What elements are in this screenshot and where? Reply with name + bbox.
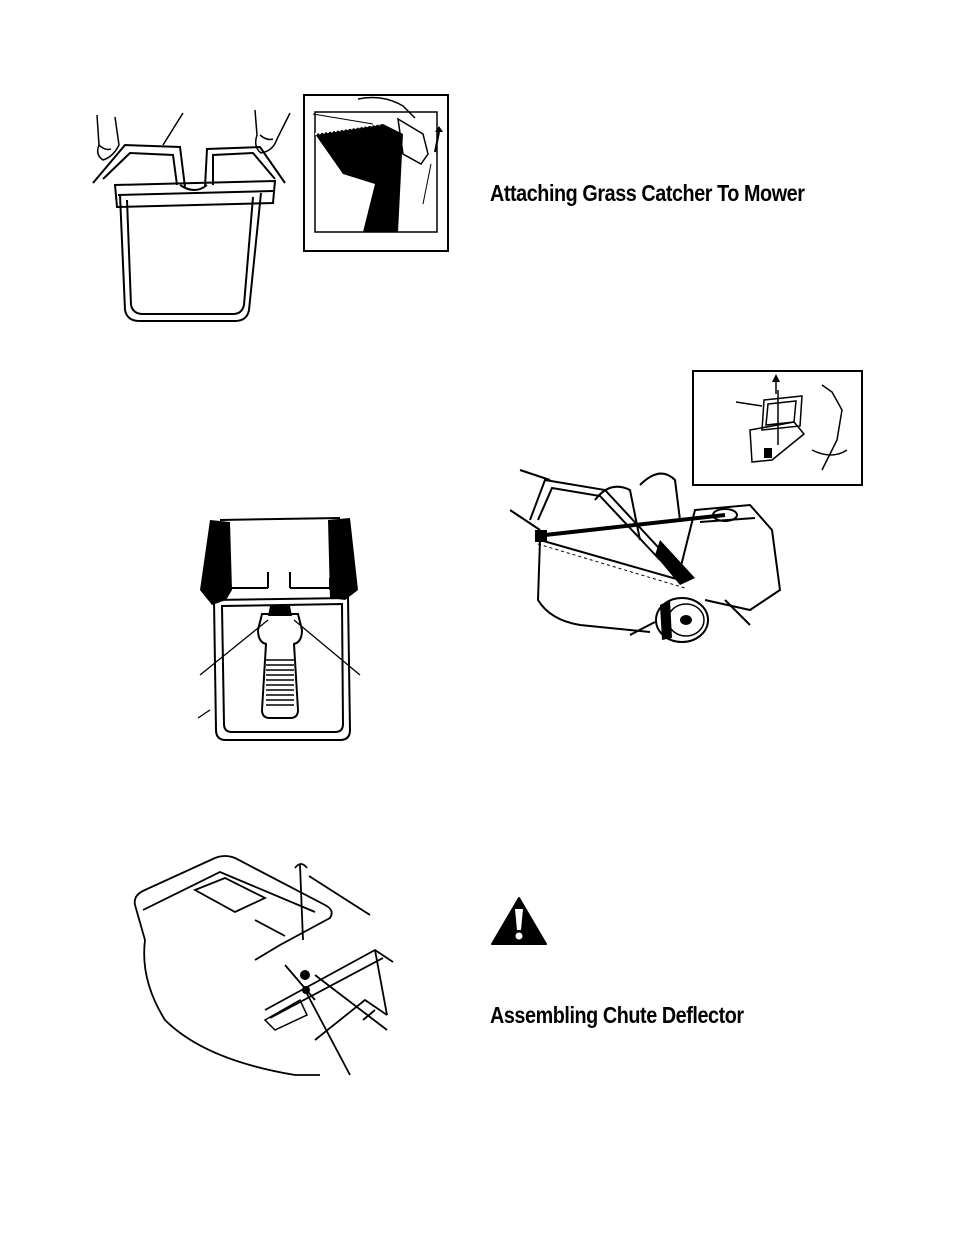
- bag-clip-detail-figure: [303, 94, 449, 252]
- chute-deflector-heading: Assembling Chute Deflector: [490, 1002, 744, 1029]
- attach-catcher-heading: Attaching Grass Catcher To Mower: [490, 180, 805, 207]
- warning-triangle-icon: [490, 896, 548, 946]
- grass-bag-frame-figure: [85, 105, 300, 330]
- catcher-top-view-figure: [190, 510, 370, 750]
- attach-catcher-figure: [510, 460, 790, 645]
- catcher-handle-figure: [125, 850, 400, 1080]
